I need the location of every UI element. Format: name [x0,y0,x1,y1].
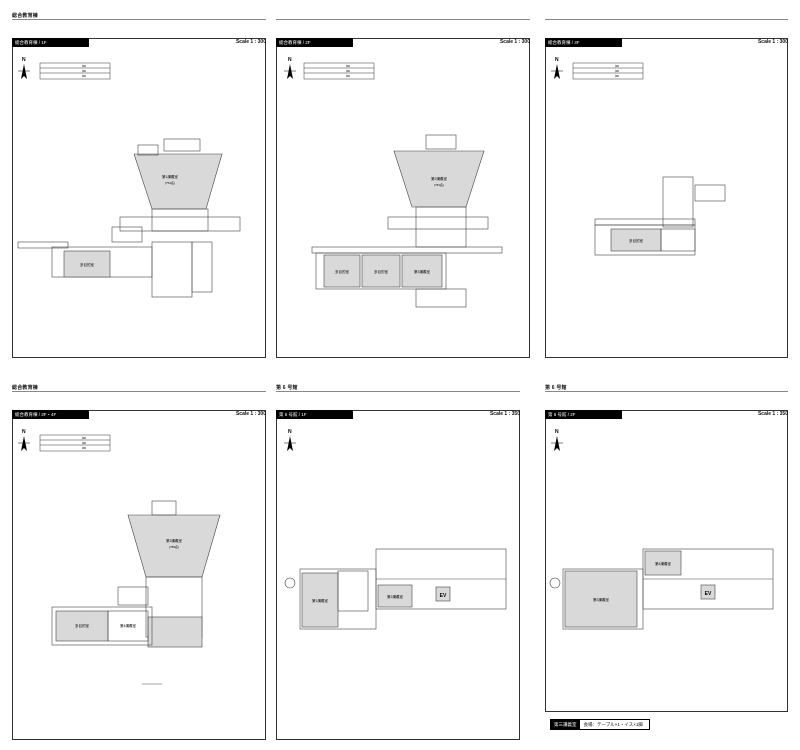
floor-label: 総合教育棟 / 3F [545,38,622,47]
section-title: 総合教育棟 [12,385,39,391]
svg-text:第4講義室: 第4講義室 [655,561,671,566]
floor-sheet-2: 総合教育棟 / 2F Scale 1 : 300 N 第2講義室 [752名] … [276,12,530,358]
section-rule [276,19,530,20]
svg-text:N: N [288,429,292,435]
floor-sheet-6: 第 6 号館 第 6 号館 / 2F Scale 1 : 350 N 第3講義室… [545,384,788,712]
floor-label: 総合教育棟 / 2F [276,38,353,47]
plan-frame [545,38,788,358]
floor-label: 第 6 号館 / 2F [545,410,622,419]
scale-label: Scale 1 : 300 [235,39,266,45]
floor-label: 第 6 号館 / 1F [276,410,353,419]
scale-label: Scale 1 : 350 [757,411,788,417]
floor-label: 総合教育棟 / 1F [12,38,89,47]
scale-label: Scale 1 : 300 [757,39,788,45]
svg-text:多目的室: 多目的室 [335,269,349,274]
scale-label: Scale 1 : 300 [499,39,530,45]
route-key [303,62,375,80]
floor-plan: N 第3講義室 第4講義室 EV [549,429,774,630]
scale-label: Scale 1 : 350 [489,411,520,417]
compass-icon: N [551,57,563,79]
floor-plan: N 第1講義室 [752名] 多目的室 [17,57,241,298]
section-title: 第 6 号館 [545,385,567,391]
floor-plan: N 第2講義室 [752名] 多目的室 多目的室 第3講義室 [284,57,503,308]
svg-text:[752名]: [752名] [165,180,175,185]
floor-plan: N 第3講義室 [789名] 多目的室 第4講義室 [18,429,221,685]
floor-plan: N 多目的室 [551,57,726,256]
scale-label: Scale 1 : 300 [235,411,266,417]
section-title: 第 6 号館 [276,385,298,391]
svg-text:[752名]: [752名] [434,182,444,187]
svg-text:N: N [288,57,292,63]
floor-sheet-3: 総合教育棟 / 3F Scale 1 : 300 N 多目的室 [545,12,788,358]
svg-text:第3講義室: 第3講義室 [593,597,609,602]
svg-text:EV: EV [705,591,712,597]
compass-icon: N [284,57,296,79]
svg-text:第4講義室: 第4講義室 [120,623,136,628]
route-key [39,62,111,80]
route-key [572,62,644,80]
legend-value: 会場：テーブル×1・イス×1脚 [583,721,643,727]
svg-text:N: N [555,429,559,435]
svg-text:第1講義室: 第1講義室 [312,598,328,603]
floor-plan: N 第1講義室 第2講義室 EV [284,429,507,630]
section-title: 総合教育棟 [12,13,39,19]
lecture-hall-1 [133,153,223,210]
compass-icon: N [284,429,296,451]
compass-icon: N [18,57,30,79]
route-key [39,434,111,452]
svg-text:EV: EV [440,593,447,599]
compass-icon: N [551,429,563,451]
section-rule [12,19,266,20]
floor-sheet-1: 総合教育棟 総合教育棟 / 1F Scale 1 : 300 N 第1 [12,12,266,358]
svg-text:N: N [555,57,559,63]
floor-label: 総合教育棟 / 3F・4F [12,410,89,419]
plan-frame [12,410,266,740]
svg-text:第2講義室: 第2講義室 [387,594,403,599]
section-rule [545,19,788,20]
svg-text:N: N [22,57,26,63]
svg-text:[789名]: [789名] [169,544,179,549]
floor-sheet-5: 第 6 号館 第 6 号館 / 1F Scale 1 : 350 N 第1講義室… [276,384,520,740]
svg-text:第1講義室: 第1講義室 [162,174,178,179]
svg-text:第3講義室: 第3講義室 [414,269,430,274]
section-rule [545,391,788,392]
plan-frame [276,38,530,358]
svg-text:N: N [22,429,26,435]
plan-frame [12,38,266,358]
floor-sheet-4: 総合教育棟 総合教育棟 / 3F・4F Scale 1 : 300 N 第3講義… [12,384,266,740]
svg-text:多目的室: 多目的室 [80,262,94,267]
venue-legend: 第三講義室 会場：テーブル×1・イス×1脚 [550,719,650,730]
svg-text:多目的室: 多目的室 [75,623,89,628]
section-rule [276,391,520,392]
svg-text:第3講義室: 第3講義室 [166,538,182,543]
section-rule [12,391,266,392]
svg-text:多目的室: 多目的室 [374,269,388,274]
compass-icon: N [18,429,30,451]
legend-key: 第三講義室 [551,720,580,729]
svg-text:多目的室: 多目的室 [629,238,643,243]
svg-text:第2講義室: 第2講義室 [431,176,447,181]
